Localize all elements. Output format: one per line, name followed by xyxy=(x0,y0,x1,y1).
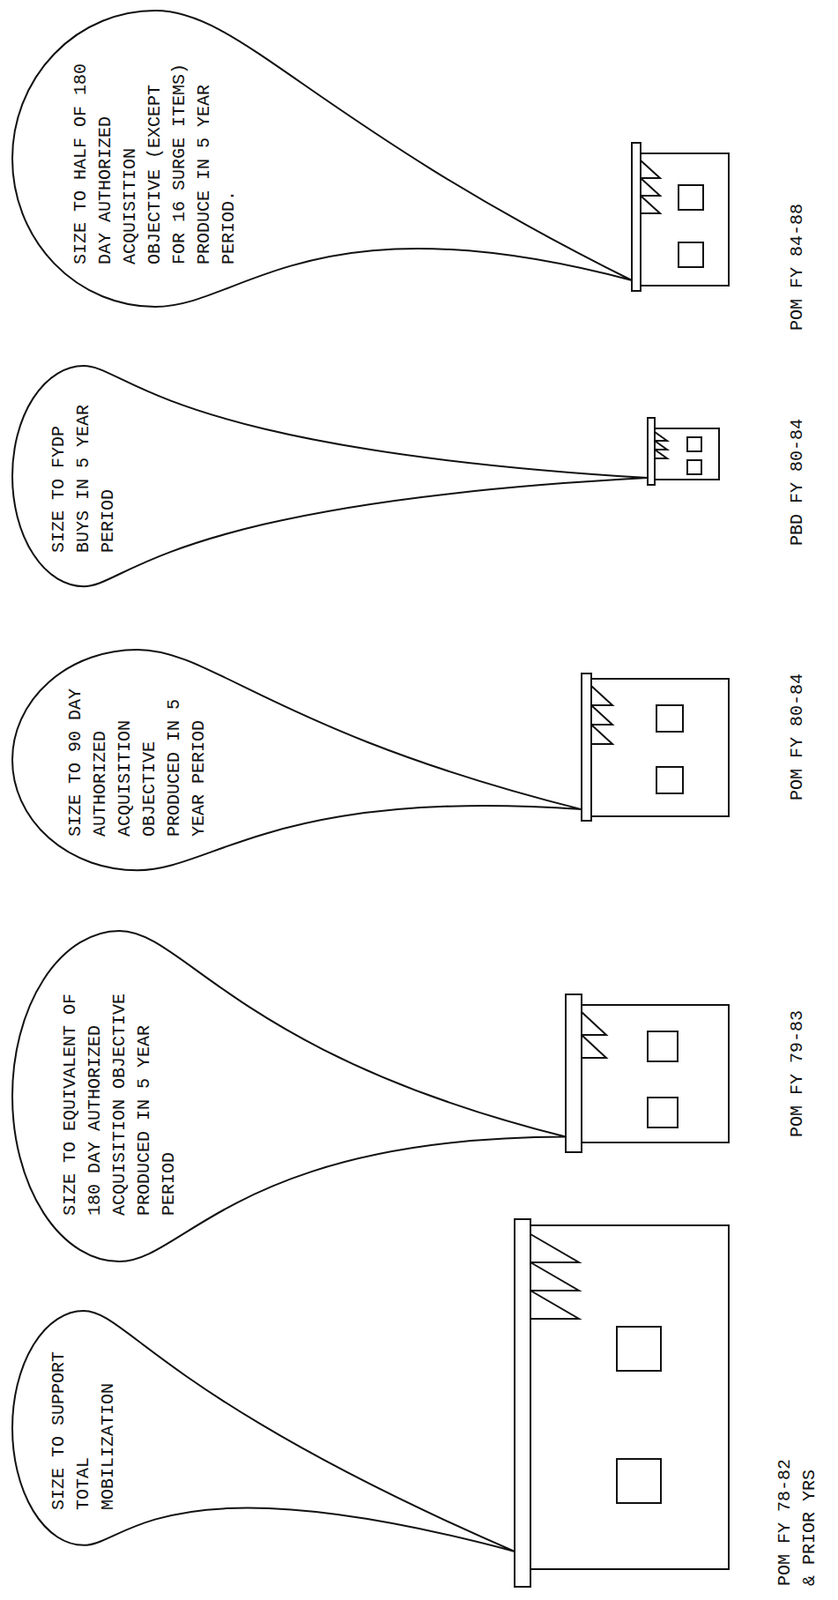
period-label: POM FY 84-88 xyxy=(785,198,810,331)
bubble-outline xyxy=(10,1308,517,1553)
bubble-text: SIZE TO HALF OF 180 DAY AUTHORIZED ACQUI… xyxy=(68,52,242,265)
bubble-text: SIZE TO EQUIVALENT OF 180 DAY AUTHORIZED… xyxy=(58,977,182,1216)
smoke-bubble: SIZE TO HALF OF 180 DAY AUTHORIZED ACQUI… xyxy=(10,8,634,309)
factory-building xyxy=(581,673,729,821)
bubble-shape xyxy=(12,930,566,1261)
smoke-bubble: SIZE TO EQUIVALENT OF 180 DAY AUTHORIZED… xyxy=(10,928,568,1263)
factory-building xyxy=(514,1218,729,1587)
bubble-shape xyxy=(12,10,632,307)
factory-building xyxy=(631,142,729,291)
bubble-shape xyxy=(12,649,582,870)
bubble-text: SIZE TO 90 DAY AUTHORIZED ACQUISITION OB… xyxy=(63,682,212,837)
bubble-shape xyxy=(12,1310,515,1551)
factory-building xyxy=(647,417,720,485)
bubble-outline xyxy=(10,363,650,588)
smoke-bubble: SIZE TO FYDP BUYS IN 5 YEAR PERIOD xyxy=(10,363,650,588)
period-label: POM FY 78-82 & PRIOR YRS xyxy=(772,1453,823,1586)
bubble-text: SIZE TO SUPPORT TOTAL MOBILIZATION xyxy=(46,1345,121,1510)
period-label: POM FY 79-83 xyxy=(785,1004,810,1137)
smoke-bubble: SIZE TO 90 DAY AUTHORIZED ACQUISITION OB… xyxy=(10,647,584,872)
factory-building xyxy=(565,993,729,1152)
period-label: PBD FY 80-84 xyxy=(785,413,810,546)
bubble-shape xyxy=(12,365,648,586)
period-label: POM FY 80-84 xyxy=(785,667,810,801)
bubble-text: SIZE TO FYDP BUYS IN 5 YEAR PERIOD xyxy=(46,399,121,553)
smoke-bubble: SIZE TO SUPPORT TOTAL MOBILIZATION xyxy=(10,1308,517,1553)
